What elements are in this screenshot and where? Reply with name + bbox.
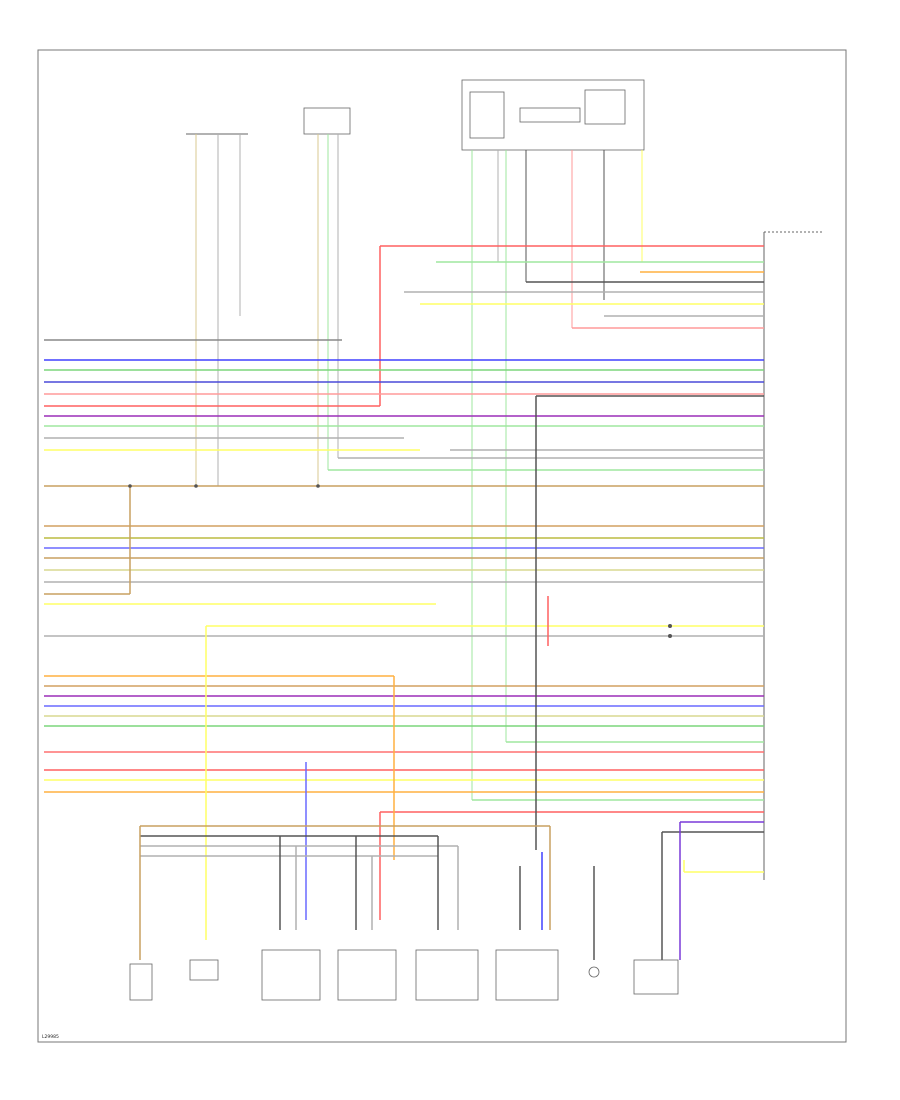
harness-wires [44, 245, 764, 873]
bottom-harness [129, 396, 685, 960]
left-rear-wheel-speed-sensor [186, 133, 248, 486]
splice-points [128, 484, 672, 638]
abs-control-module-connector [763, 231, 824, 880]
steering-angle-sensor-module [461, 79, 645, 800]
figure-id: L29985 [42, 1034, 59, 1040]
bottom-components [129, 949, 679, 1001]
right-rear-wheel-speed-sensor [303, 107, 351, 486]
diagram-frame [37, 49, 847, 1043]
